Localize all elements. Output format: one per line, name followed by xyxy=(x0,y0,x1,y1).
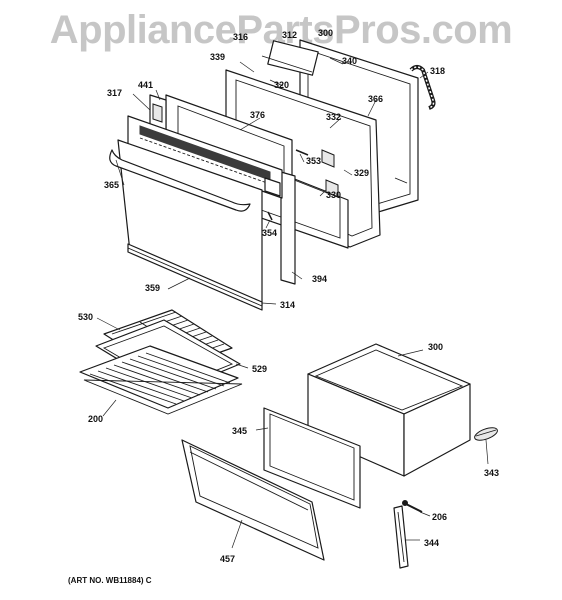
drawer-roller-343 xyxy=(474,427,498,441)
callout-206: 206 xyxy=(432,512,448,522)
storage-drawer-box-300 xyxy=(307,343,471,477)
callout-394: 394 xyxy=(312,274,328,284)
callout-353: 353 xyxy=(306,156,322,166)
callout-314: 314 xyxy=(280,300,296,310)
callout-200: 200 xyxy=(88,414,104,424)
callout-345: 345 xyxy=(232,426,248,436)
callout-441: 441 xyxy=(138,80,154,90)
drawer-front-liner-345 xyxy=(263,407,361,509)
callout-359: 359 xyxy=(145,283,161,293)
screw-354 xyxy=(267,211,273,221)
callout-354: 354 xyxy=(262,228,278,238)
callout-300: 300 xyxy=(428,342,444,352)
drawer-front-panel-457 xyxy=(181,439,325,561)
art-number-caption: (ART NO. WB11884) C xyxy=(68,576,152,585)
callout-457: 457 xyxy=(220,554,236,564)
door-side-trim-394 xyxy=(280,171,296,285)
callout-leader-lines xyxy=(96,57,489,549)
callout-366: 366 xyxy=(368,94,384,104)
callout-343: 343 xyxy=(484,468,500,478)
callout-339: 339 xyxy=(210,52,226,62)
callout-329: 329 xyxy=(354,168,370,178)
callout-316: 316 xyxy=(233,32,249,42)
callout-530: 530 xyxy=(78,312,94,322)
callout-312: 312 xyxy=(282,30,298,40)
callout-376: 376 xyxy=(250,110,266,120)
callout-300-top: 300 xyxy=(318,28,334,38)
callout-529: 529 xyxy=(252,364,268,374)
door-gasket-318 xyxy=(409,65,436,110)
door-bottom-trim-359 xyxy=(127,243,263,311)
callout-344: 344 xyxy=(424,538,440,548)
drawer-glide-344 xyxy=(393,505,409,569)
callout-340: 340 xyxy=(342,56,358,66)
screw-206 xyxy=(402,500,423,513)
callout-317: 317 xyxy=(107,88,123,98)
oven-rack-200 xyxy=(79,345,243,415)
callout-320: 320 xyxy=(274,80,290,90)
callout-318: 318 xyxy=(430,66,446,76)
callout-332: 332 xyxy=(326,112,342,122)
callout-365: 365 xyxy=(104,180,120,190)
door-liner-317 xyxy=(127,115,283,199)
screw-353 xyxy=(295,149,309,156)
callout-330: 330 xyxy=(326,190,342,200)
